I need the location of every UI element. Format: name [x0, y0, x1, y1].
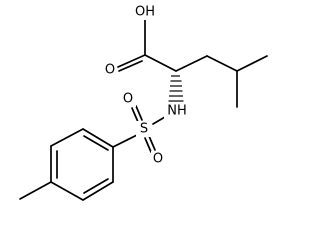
carbonyl-oxygen-label: O	[105, 63, 115, 78]
bond-layer	[19, 16, 268, 201]
amine-group: NH	[164, 103, 190, 119]
bond-carboxyl-c-o-double-b	[118, 60, 143, 72]
hydroxyl-label: OH	[135, 5, 155, 20]
bond-s-o-lower-a	[148, 135, 156, 151]
sulfur-label: S	[140, 122, 148, 137]
carbonyl-oxygen: O	[103, 62, 117, 78]
bond-alpha-c-ch2	[175, 55, 208, 72]
bond-ch2-ch	[206, 55, 238, 72]
ring-bond-4	[50, 181, 84, 201]
chemical-structure: OH O NH S O O	[19, 4, 268, 201]
bond-ring-methyl	[19, 181, 52, 200]
sulfonyl-oxygen-lower-label: O	[153, 152, 163, 167]
sulfonyl-oxygen-lower: O	[151, 151, 166, 167]
bond-carboxyl-c-alpha-c	[144, 54, 177, 72]
bond-carboxyl-c-o-double-a	[117, 54, 146, 68]
bond-s-ring	[112, 134, 138, 148]
sulfonyl-oxygen-upper: O	[121, 91, 136, 107]
atom-label-layer: OH O NH S O O	[103, 4, 190, 167]
hydroxyl-group: OH	[133, 4, 158, 20]
ring-bond-2	[50, 128, 84, 147]
ring-bond-5	[82, 181, 114, 201]
ring-bond-1	[82, 128, 114, 148]
sulfonyl-oxygen-upper-label: O	[123, 92, 133, 107]
bond-ch-methyl-up	[236, 55, 268, 72]
bond-s-o-lower-b	[144, 137, 152, 153]
bond-s-o-upper-b	[135, 105, 143, 121]
ring-inner-double-3	[83, 178, 109, 194]
bond-s-o-upper-a	[131, 107, 139, 123]
amine-label: NH	[167, 104, 187, 119]
ring-inner-double-1	[83, 135, 109, 151]
bond-nh-s	[152, 116, 166, 125]
stereo-hashed-bond	[168, 75, 184, 102]
sulfur-atom: S	[136, 121, 152, 137]
